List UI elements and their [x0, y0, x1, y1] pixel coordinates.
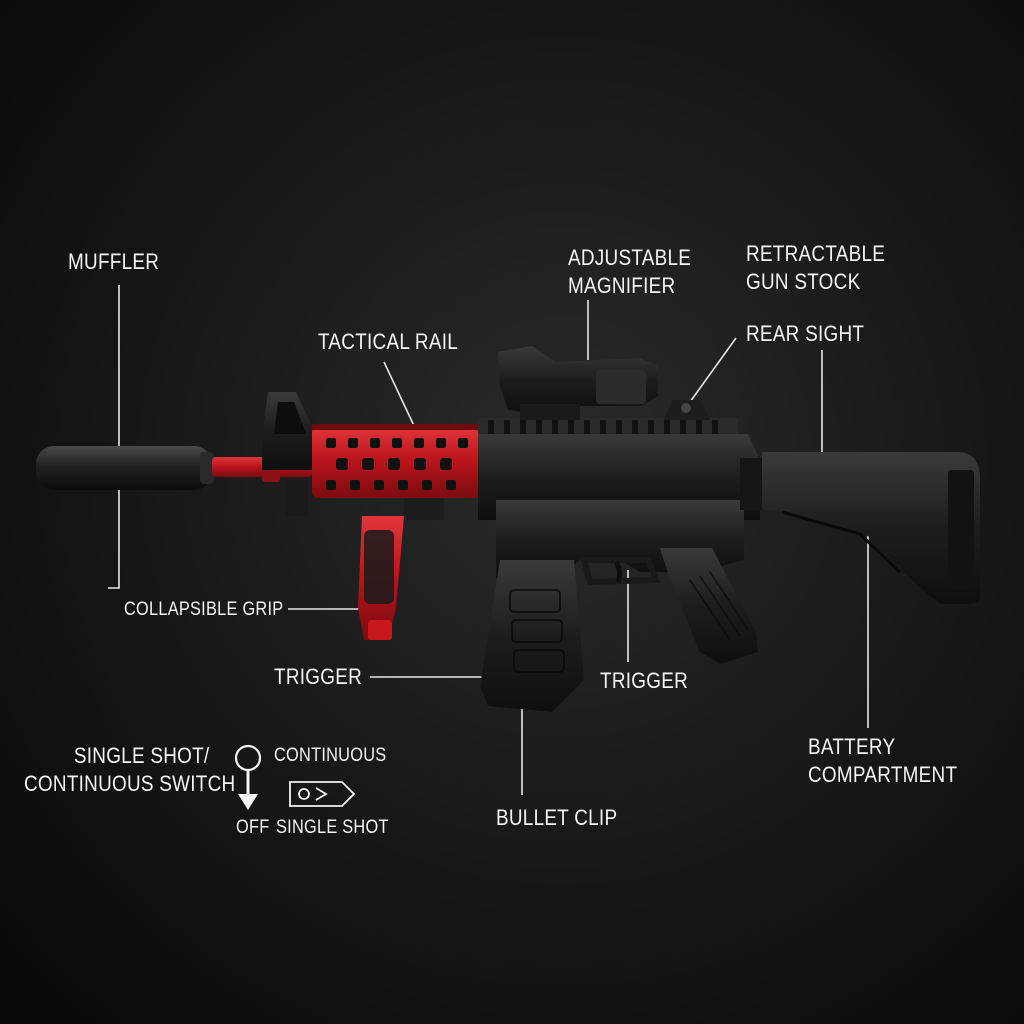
muffler — [36, 446, 212, 490]
label-collapsible-grip: COLLAPSIBLE GRIP — [124, 599, 284, 620]
label-switch-continuous: CONTINUOUS — [274, 745, 387, 766]
switch-diagram — [234, 744, 356, 810]
upper-receiver — [478, 434, 760, 520]
bullet-mode-icon — [289, 781, 356, 807]
label-switch-off: OFF — [236, 817, 270, 838]
leader-tactical-rail — [383, 361, 417, 431]
toggle-knob-icon — [234, 744, 262, 772]
label-stock-line2: GUN STOCK — [746, 269, 861, 294]
trigger — [613, 560, 623, 583]
pistol-grip — [660, 548, 758, 664]
retractable-stock — [762, 452, 980, 604]
label-retractable-stock: RETRACTABLE GUN STOCK — [746, 240, 885, 296]
leader-muffler — [108, 285, 120, 589]
label-tactical-rail: TACTICAL RAIL — [318, 329, 459, 354]
label-switch-title-line2: CONTINUOUS SWITCH — [24, 771, 236, 796]
buffer-tube — [740, 458, 766, 510]
bullet-clip — [480, 560, 584, 712]
label-adjustable-magnifier: ADJUSTABLE MAGNIFIER — [568, 244, 691, 300]
label-battery-line1: BATTERY — [808, 734, 896, 759]
label-battery-compartment: BATTERY COMPARTMENT — [808, 733, 957, 789]
label-magnifier-line1: ADJUSTABLE — [568, 245, 692, 270]
label-stock-line1: RETRACTABLE — [746, 241, 886, 266]
label-muffler: MUFFLER — [68, 249, 160, 274]
leader-rear-sight — [689, 337, 737, 403]
label-switch-title: SINGLE SHOT/ CONTINUOUS SWITCH — [24, 742, 235, 798]
label-trigger-left: TRIGGER — [274, 664, 363, 689]
handguard-holes — [326, 438, 468, 490]
trigger-guard — [580, 557, 661, 586]
label-bullet-clip: BULLET CLIP — [496, 805, 618, 830]
label-battery-line2: COMPARTMENT — [808, 762, 958, 787]
top-rail — [478, 418, 738, 436]
label-switch-title-line1: SINGLE SHOT/ — [73, 743, 210, 768]
label-rear-sight: REAR SIGHT — [746, 321, 865, 346]
label-trigger-right: TRIGGER — [600, 668, 689, 693]
label-magnifier-line2: MAGNIFIER — [568, 273, 676, 298]
toggle-down-arrow-icon — [238, 794, 258, 810]
leader-lines — [108, 285, 869, 795]
label-switch-single-shot: SINGLE SHOT — [276, 817, 389, 838]
